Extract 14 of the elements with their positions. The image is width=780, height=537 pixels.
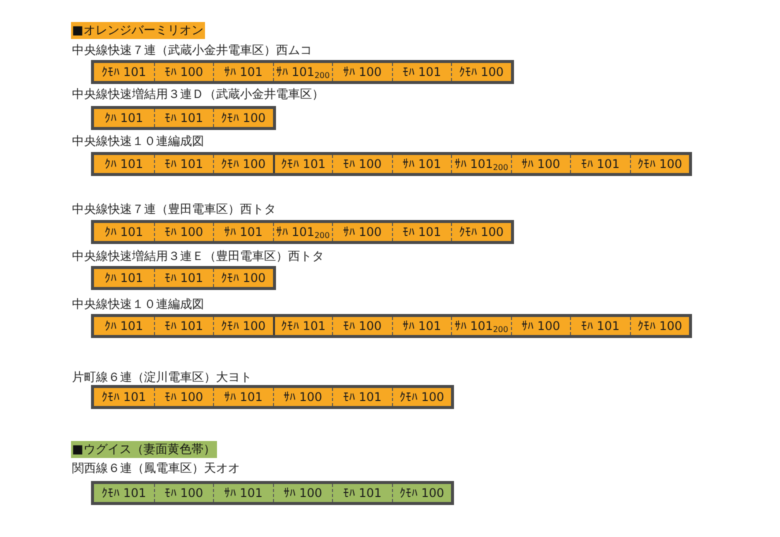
formation-title: 中央線快速増結用３連Ｅ（豊田電車区）西トタ — [72, 248, 324, 264]
train-car: ｻﾊ 101$_{200}$ — [451, 317, 510, 335]
formation-title: 関西線６連（鳳電車区）天オオ — [72, 460, 240, 476]
train-car: ｻﾊ 101$_{200}$ — [272, 223, 332, 241]
section-header: ■オレンジバーミリオン — [71, 22, 206, 39]
formation-title: 片町線６連（淀川電車区）大ヨト — [72, 369, 252, 385]
train-car: ｻﾊ 101$_{200}$ — [451, 155, 510, 173]
train-car: ｻﾊ 101$_{200}$ — [272, 63, 332, 81]
formation-title: 中央線快速１０連編成図 — [72, 296, 204, 312]
formation-title: 中央線快速７連（武蔵小金井電車区）西ムコ — [72, 42, 312, 58]
formation-title: 中央線快速１０連編成図 — [72, 133, 204, 149]
formation-title: 中央線快速増結用３連Ｄ（武蔵小金井電車区） — [72, 86, 324, 102]
formation-title: 中央線快速７連（豊田電車区）西トタ — [72, 201, 276, 217]
section-header: ■ウグイス（妻面黄色帯） — [71, 441, 218, 458]
